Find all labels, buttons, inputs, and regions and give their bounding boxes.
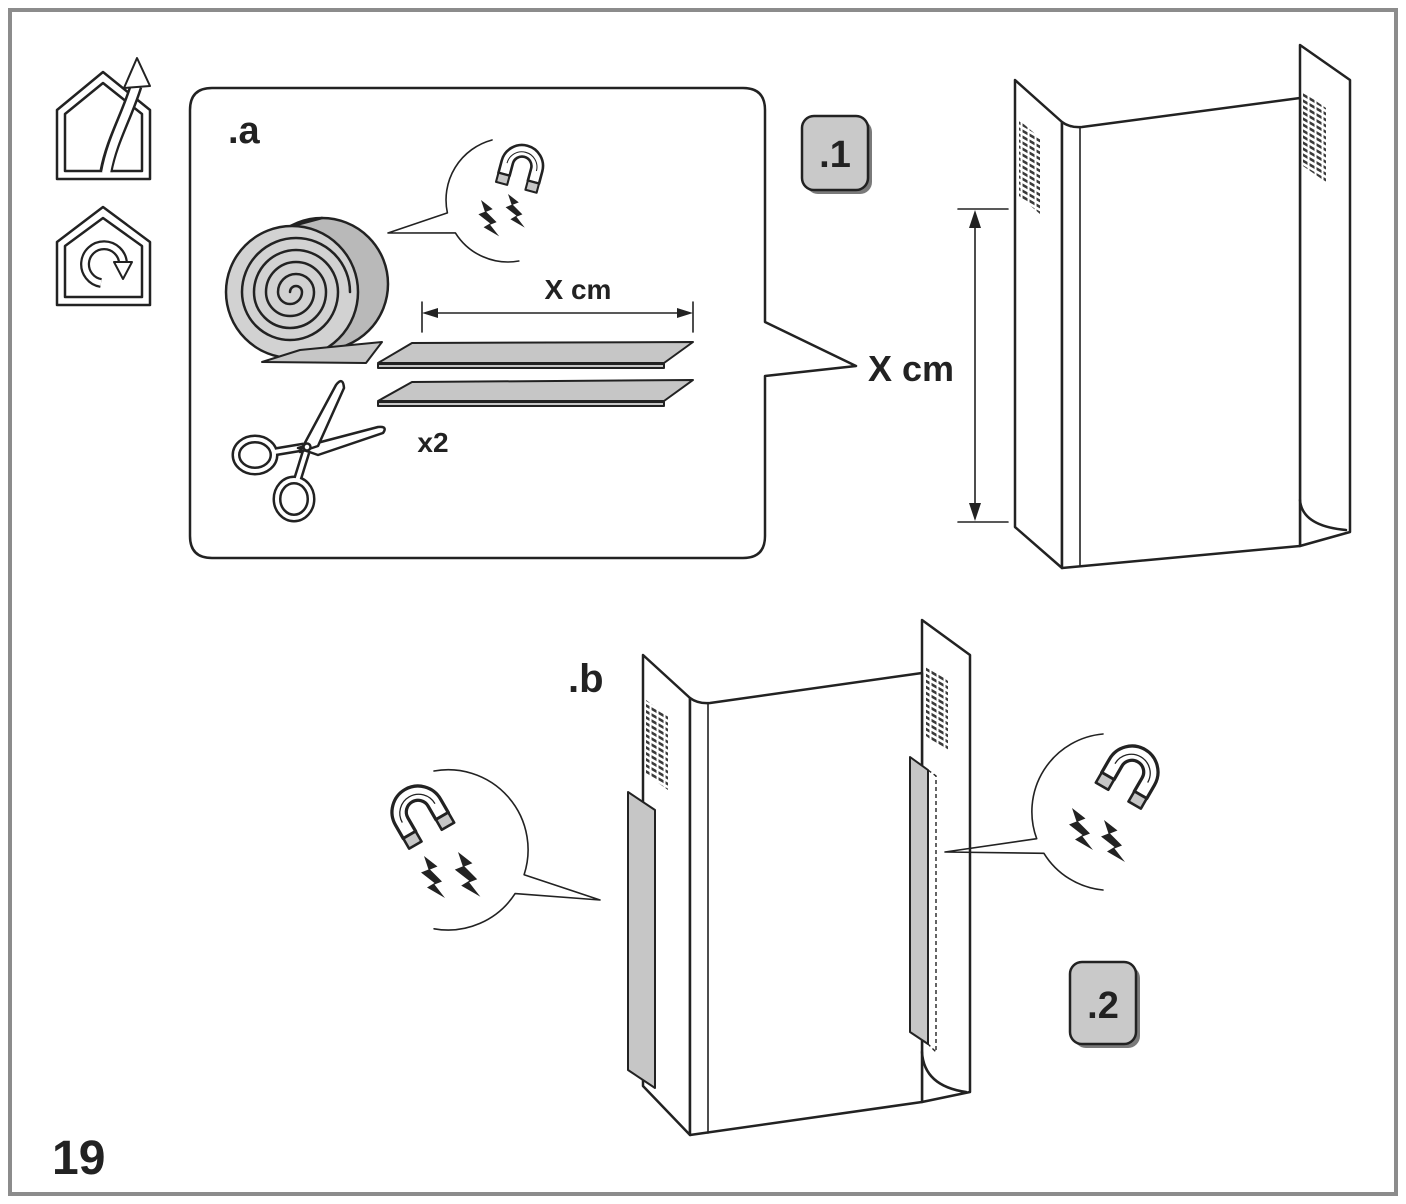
cover-height-dimension	[957, 208, 1009, 523]
scissors-icon	[231, 379, 386, 523]
step-2-badge-label: .2	[1087, 985, 1119, 1027]
step-1-badge: .1	[800, 114, 872, 194]
step-1-badge-label: .1	[819, 134, 851, 176]
strip-length-dimension	[421, 301, 694, 333]
chimney-cover-1	[1013, 43, 1352, 570]
vent-grille	[926, 665, 948, 752]
house-recirculation-icon	[55, 205, 152, 307]
magnetic-strip-right	[909, 756, 929, 1045]
chimney-cover-2	[627, 618, 972, 1137]
magnetic-strip-1	[377, 341, 694, 369]
vent-grille	[1303, 92, 1326, 182]
magnet-callout-bubble-right	[944, 733, 1170, 891]
hidden-strip-outline	[927, 769, 937, 1054]
magnetic-tape-roll-icon	[224, 216, 390, 364]
page-number: 19	[52, 1132, 105, 1185]
vent-grille	[1019, 120, 1040, 214]
step-2-badge: .2	[1068, 960, 1140, 1048]
step-b-label: .b	[568, 657, 604, 701]
step-a-label: .a	[228, 110, 261, 152]
strip-quantity-label: x2	[417, 427, 448, 458]
magnet-callout-bubble	[387, 138, 550, 263]
strip-length-label: X cm	[545, 274, 612, 305]
cover-height-label: X cm	[868, 348, 954, 389]
magnet-callout-bubble-left	[380, 768, 601, 931]
vent-grille	[646, 700, 668, 790]
house-extraction-icon	[55, 57, 152, 181]
magnetic-strip-left	[627, 791, 656, 1089]
magnetic-strip-2	[377, 379, 694, 407]
